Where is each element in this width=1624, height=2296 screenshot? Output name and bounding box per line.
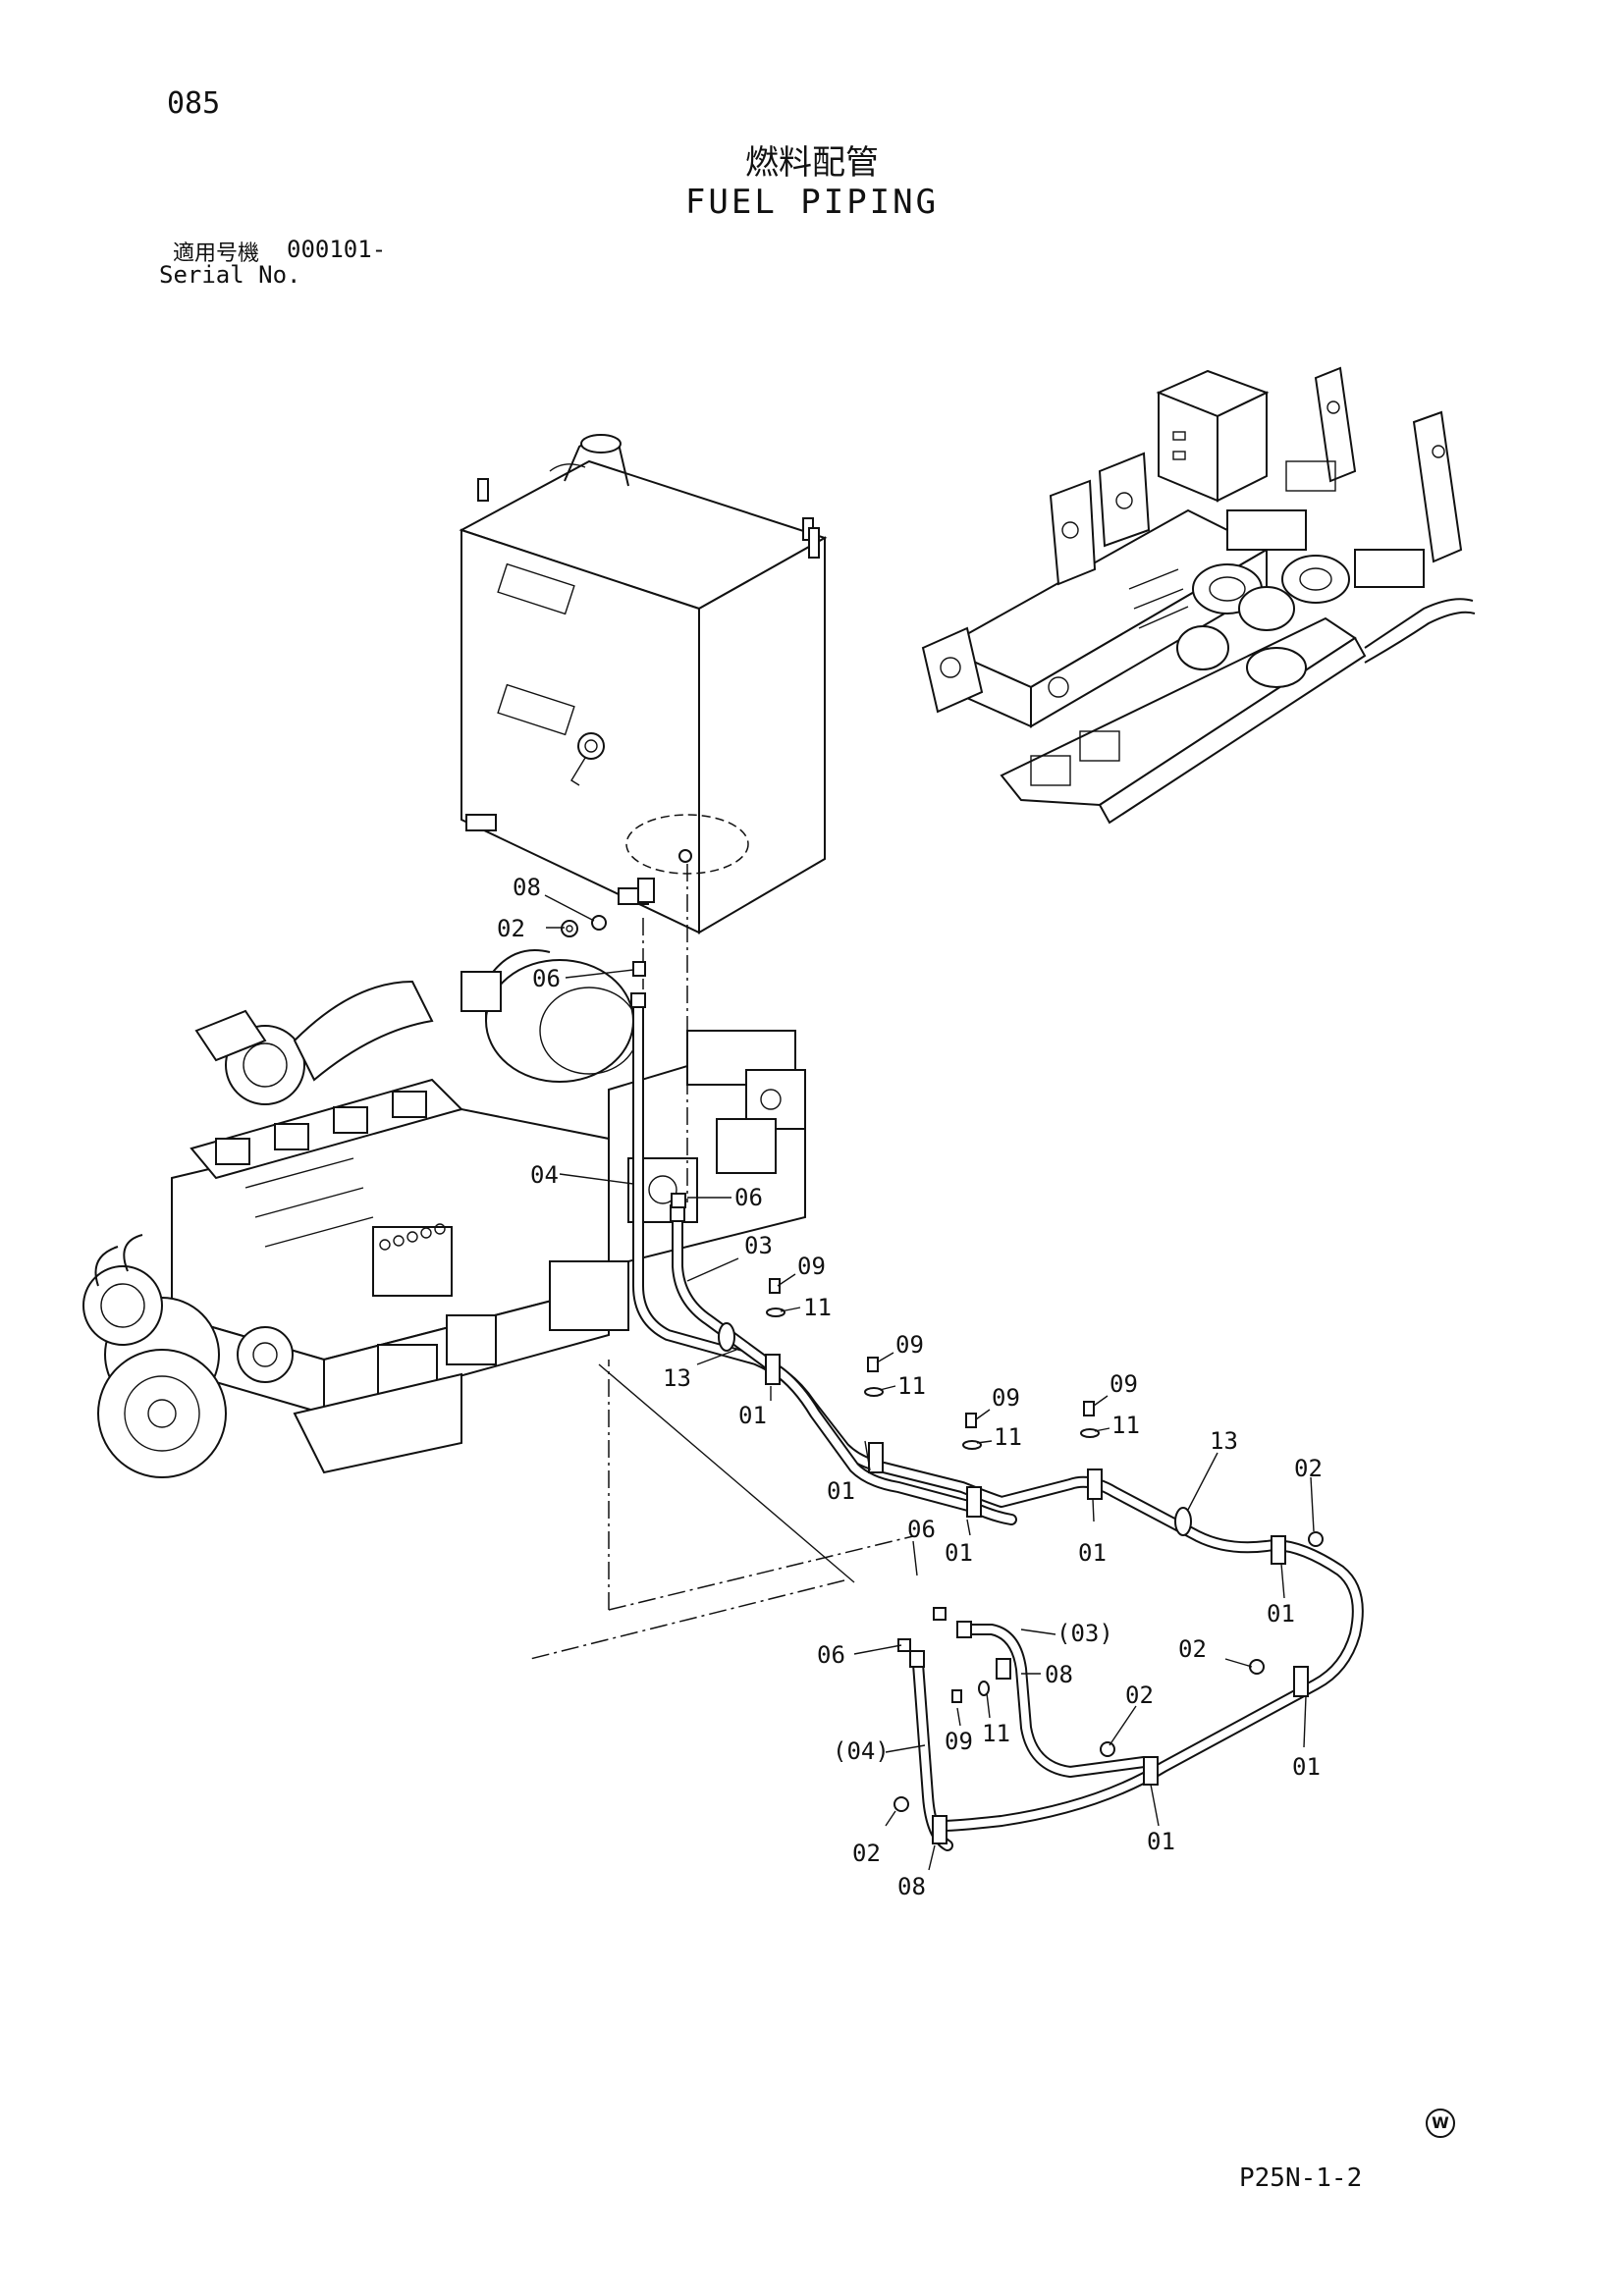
callout-label: 06: [734, 1184, 763, 1211]
callout-label: 11: [1111, 1412, 1140, 1439]
callout-label: 04: [530, 1161, 559, 1189]
callout-label: 08: [1045, 1661, 1073, 1688]
callout-label: 01: [1292, 1753, 1321, 1781]
callout-label: 02: [497, 915, 525, 942]
drawing-code: P25N-1-2: [1239, 2163, 1363, 2193]
callout-label: 08: [513, 874, 541, 901]
callout-label: 11: [897, 1372, 926, 1400]
callout-label: 02: [852, 1840, 881, 1867]
callout-label: 11: [982, 1720, 1010, 1747]
maker-w-mark: W: [1426, 2109, 1455, 2138]
serial-number-value: 000101-: [287, 236, 387, 263]
callout-label: 03: [744, 1232, 773, 1259]
serial-label-japanese: 適用号機: [173, 241, 260, 266]
callout-label: 09: [895, 1331, 924, 1359]
engine-pump-assembly: [82, 949, 806, 1478]
callout-label: 02: [1178, 1635, 1207, 1663]
callout-label: 13: [663, 1364, 691, 1392]
callout-label: 11: [994, 1423, 1022, 1451]
callout-label: 06: [532, 965, 561, 992]
page-number: 085: [167, 86, 221, 121]
callout-leaders: [544, 894, 1315, 1871]
callout-label: 02: [1125, 1682, 1154, 1709]
title-english: FUEL PIPING: [684, 183, 940, 222]
callout-label: 01: [827, 1477, 855, 1505]
pipe-clamps: [718, 1322, 1309, 1844]
fuel-tank: [459, 434, 828, 934]
callout-label: (03): [1056, 1620, 1113, 1647]
callout-label: 01: [738, 1402, 767, 1429]
callout-label: 09: [1110, 1370, 1138, 1398]
callout-label: 09: [945, 1728, 973, 1755]
callout-labels: 08 02 06 04 06 03 09 11 13 01 09 11 01 0…: [497, 874, 1323, 1900]
callout-label: 01: [1078, 1539, 1107, 1567]
callout-label: 01: [1267, 1600, 1295, 1628]
callout-label: 06: [907, 1516, 936, 1543]
callout-label: 02: [1294, 1455, 1323, 1482]
callout-label: 11: [803, 1294, 832, 1321]
callout-label: 06: [817, 1641, 845, 1669]
callout-label: 09: [992, 1384, 1020, 1412]
callout-label: 08: [897, 1873, 926, 1900]
callout-label: (04): [833, 1737, 890, 1765]
upper-frame: [921, 366, 1476, 825]
callout-label: 01: [1147, 1828, 1175, 1855]
title-japanese: 燃料配管: [745, 143, 879, 183]
fittings: [561, 915, 1324, 1812]
callout-label: 13: [1210, 1427, 1238, 1455]
callout-label: 09: [797, 1253, 826, 1280]
callout-label: 01: [945, 1539, 973, 1567]
serial-label-english: Serial No.: [159, 261, 301, 289]
